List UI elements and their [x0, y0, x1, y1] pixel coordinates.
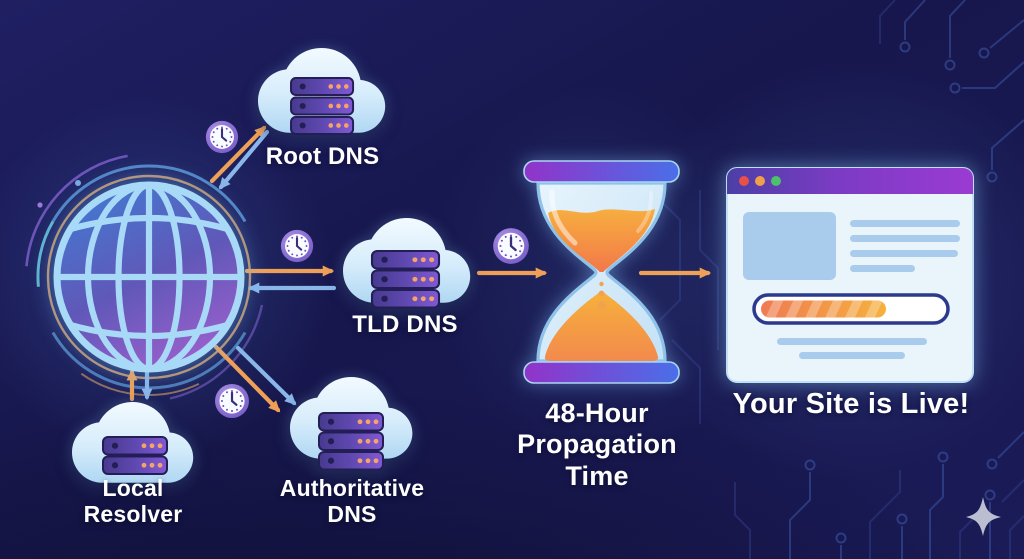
server-stack-icon [290, 77, 355, 135]
browser-window-icon [726, 167, 974, 383]
tld-dns-node [343, 218, 471, 309]
content-image-placeholder [743, 212, 836, 280]
tld-dns-label: TLD DNS [332, 311, 478, 339]
server-stack-icon [102, 436, 168, 475]
local-resolver-label: Local Resolver [83, 475, 183, 527]
site-live-label: Your Site is Live! [732, 388, 970, 420]
authoritative-dns-label: Authoritative DNS [279, 475, 425, 527]
local-resolver-node [72, 402, 194, 483]
hourglass-sand-bottom [544, 291, 659, 361]
clock-icon [204, 119, 240, 155]
arrow-globe-to-root [209, 125, 267, 184]
flow-arrows [126, 125, 712, 413]
hourglass-cap-top [523, 160, 680, 183]
tld-dns-label-text: TLD DNS [352, 311, 458, 338]
clock-icon [213, 382, 251, 420]
propagation-time-label: 48-Hour Propagation Time [517, 398, 677, 491]
green-dot-icon [771, 176, 781, 186]
content-text-lines [777, 220, 960, 359]
hourglass-icon [523, 160, 680, 384]
browser-traffic-dots [739, 176, 781, 186]
hourglass-cap-bottom [523, 361, 680, 384]
progress-bar [752, 293, 950, 325]
root-dns-label-text: Root DNS [265, 143, 380, 170]
hourglass-falling-sand [597, 281, 606, 309]
arrow-globe-to-authoritative-orange [213, 344, 281, 413]
server-stack-icon [370, 249, 441, 309]
circuit-trace-pattern [659, 0, 1024, 559]
root-dns-label: Root DNS [250, 143, 395, 171]
browser-titlebar [727, 168, 973, 194]
red-dot-icon [739, 176, 749, 186]
root-dns-node [258, 48, 386, 135]
hourglass-sand-top [548, 209, 655, 272]
arrow-globe-to-authoritative-blue [235, 345, 297, 406]
clock-icon [279, 228, 315, 264]
server-stack-icon [318, 412, 384, 471]
authoritative-dns-node [290, 377, 413, 471]
clock-icon [491, 226, 531, 266]
arrow-root-to-globe [218, 129, 270, 190]
sparkle-icon [966, 497, 1001, 536]
globe-icon [53, 181, 245, 373]
orange-dot-icon [755, 176, 765, 186]
